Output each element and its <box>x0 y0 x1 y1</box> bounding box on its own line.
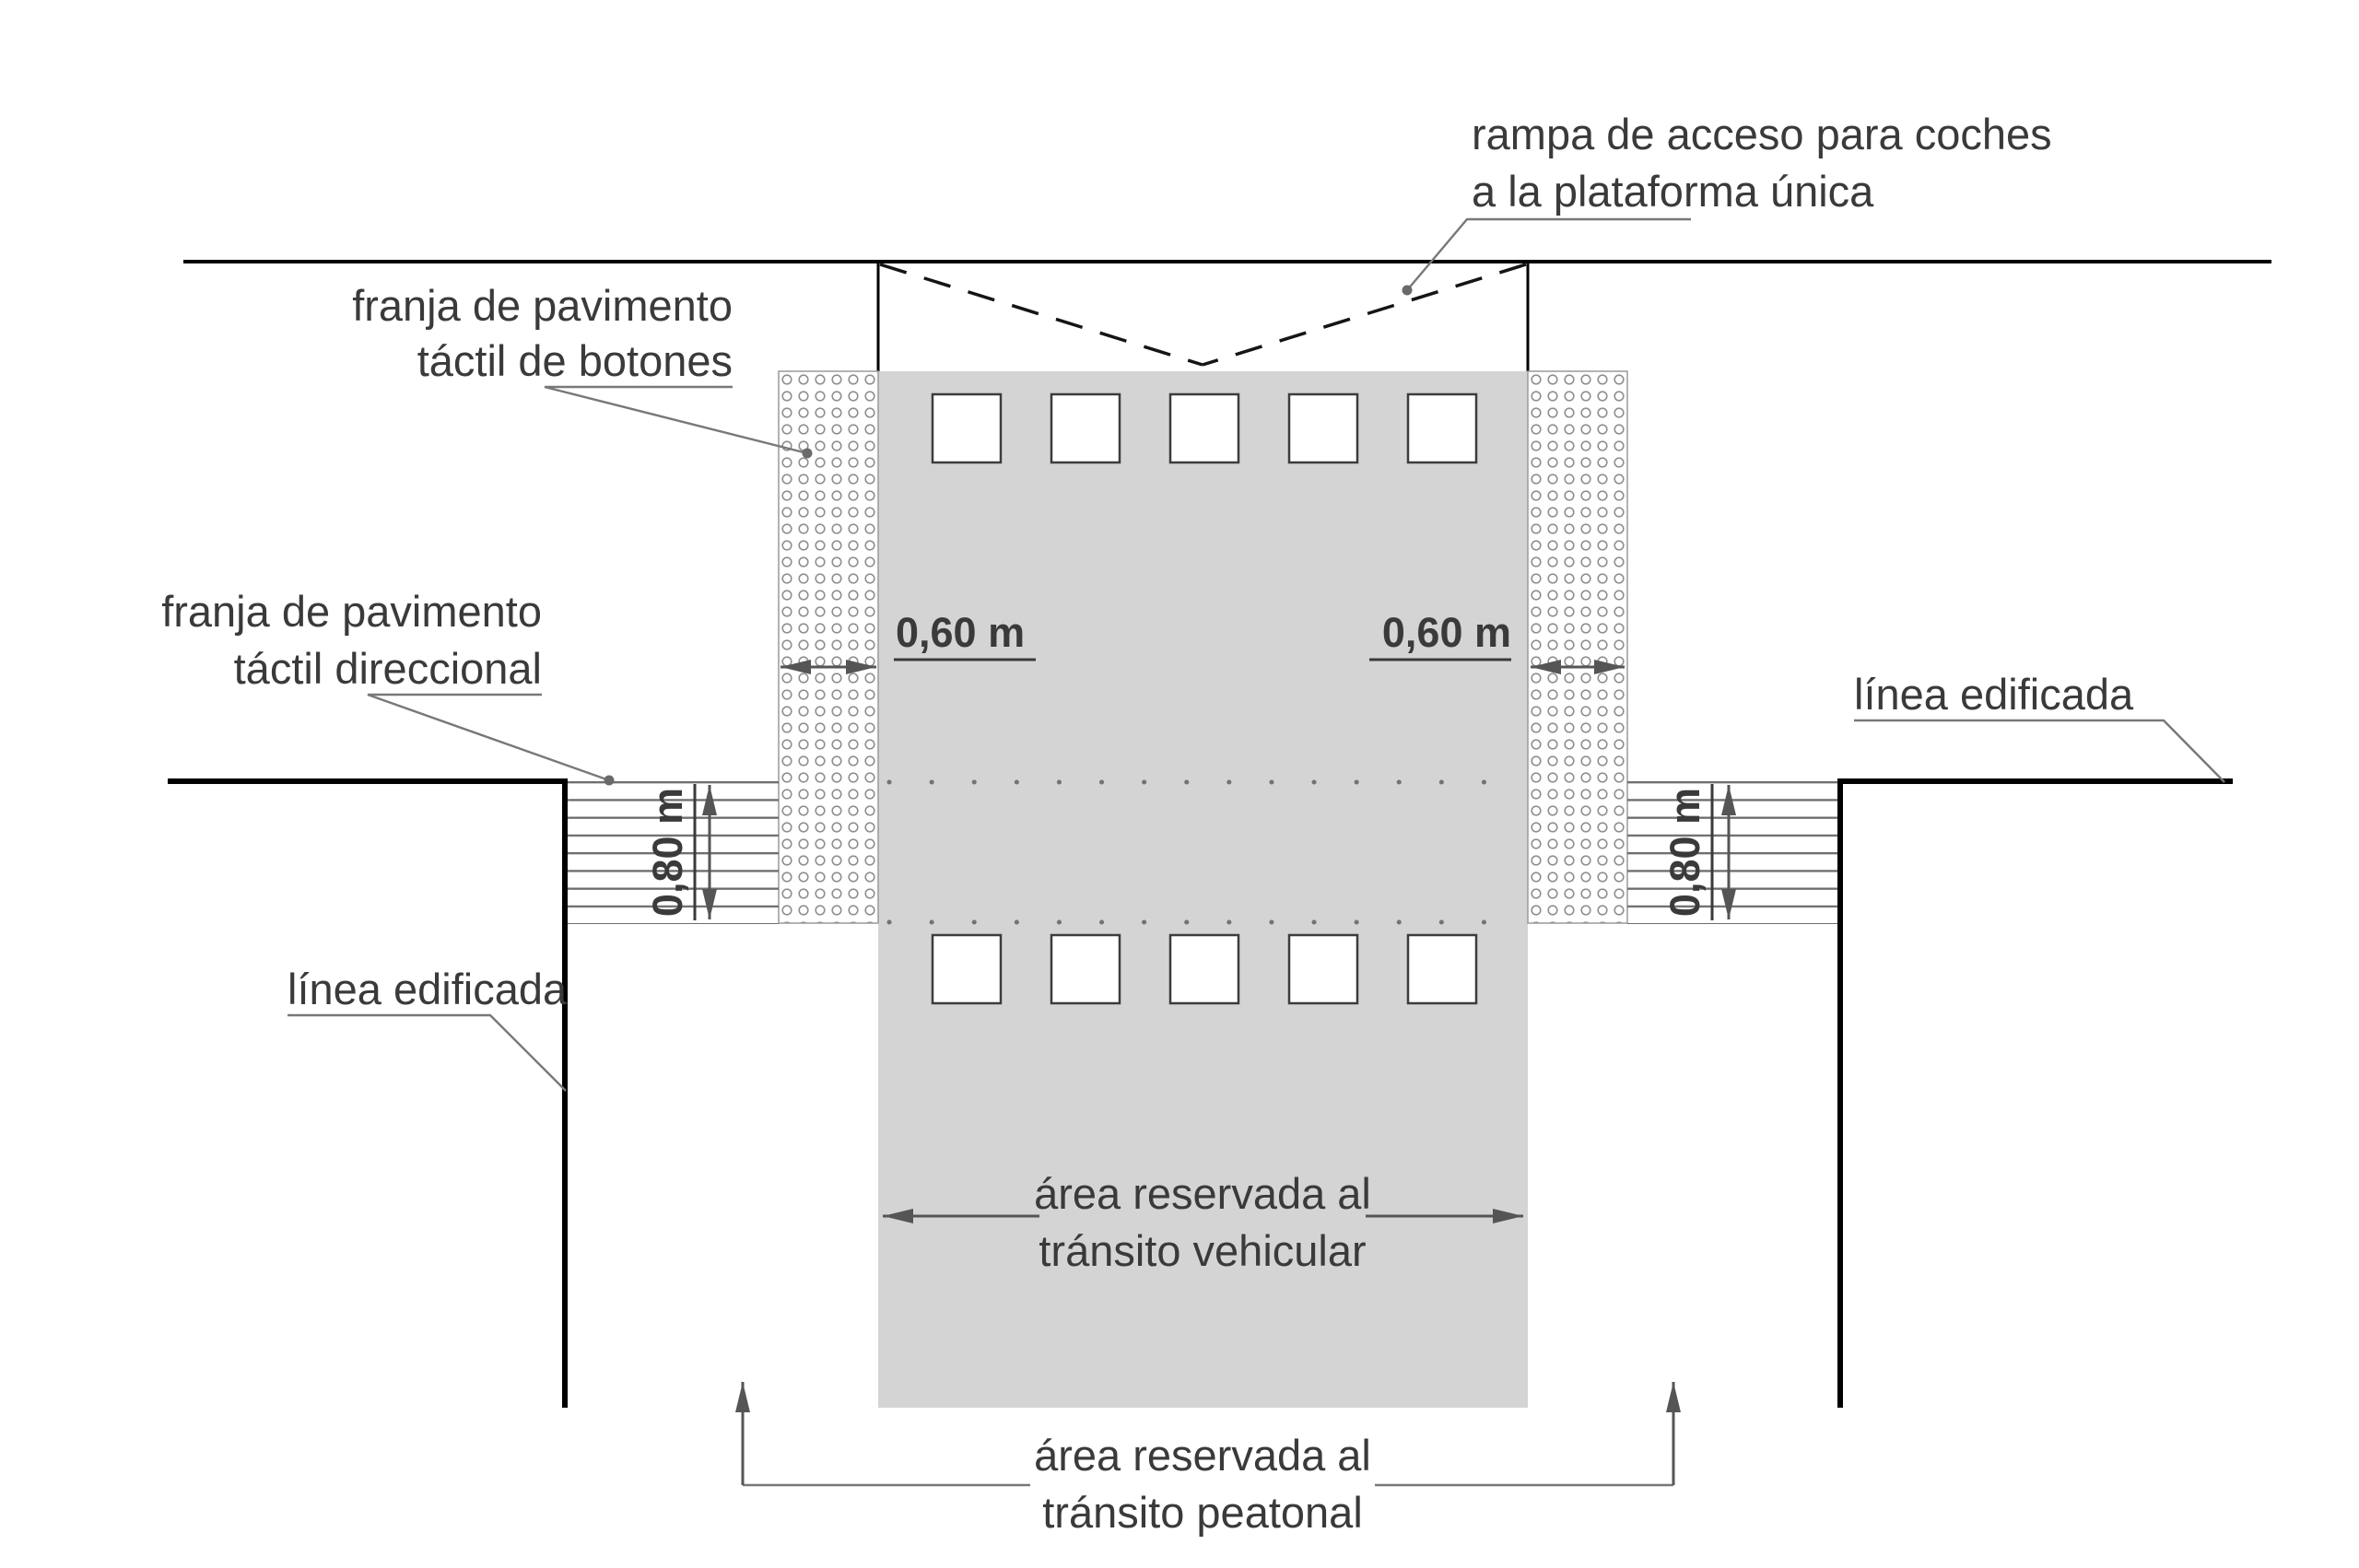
tactile-directional-label-line2: táctil direccional <box>234 644 542 693</box>
ramp-label-line1: rampa de acceso para coches <box>1472 110 2052 158</box>
ramp-leader-dot <box>1402 285 1413 296</box>
built-line-left-label: línea edificada <box>288 965 568 1013</box>
vehicular-area-label-line2: tránsito vehicular <box>1039 1226 1366 1275</box>
tactile-buttons-label-line2: táctil de botones <box>417 336 733 385</box>
built-line-left-leader <box>288 1013 567 1092</box>
pedestrian-area-label-line1: área reservada al <box>1034 1431 1371 1480</box>
tactile-button-strip-right <box>1527 370 1628 924</box>
bollard-square <box>1406 392 1478 464</box>
bollard-square <box>1050 933 1121 1005</box>
tactile-buttons-label-line1: franja de pavimento <box>352 281 733 330</box>
dimension-label-strip-left: 0,60 m <box>896 609 1025 656</box>
pedestrian-area-label-line2: tránsito peatonal <box>1042 1488 1363 1537</box>
built-line-right-label: línea edificada <box>1854 670 2134 719</box>
vehicular-area-surface <box>878 371 1528 1408</box>
tactile-button-strip-left <box>778 370 879 924</box>
dimension-label-band-left: 0,80 m <box>644 788 691 917</box>
bollard-square <box>1287 392 1359 464</box>
bollard-square <box>1050 392 1121 464</box>
tactile-directional-band-left <box>565 781 779 924</box>
bollard-square <box>1168 392 1240 464</box>
ramp-area <box>878 262 1528 371</box>
bollard-square <box>1287 933 1359 1005</box>
tactile-buttons-leader-dot <box>802 448 813 459</box>
tactile-buttons-leader-line <box>544 385 808 455</box>
tactile-directional-band-right <box>1627 781 1840 924</box>
tactile-directional-label-line1: franja de pavimento <box>161 587 542 636</box>
ramp-leader-line <box>1406 217 1691 291</box>
tactile-directional-leader-line <box>367 693 610 782</box>
vehicular-area-label-line1: área reservada al <box>1034 1169 1371 1218</box>
bollard-square <box>1406 933 1478 1005</box>
tactile-directional-leader-dot <box>604 775 615 786</box>
built-line-right-leader <box>1854 719 2225 783</box>
dimension-label-strip-right: 0,60 m <box>1382 609 1511 656</box>
ramp-label-line2: a la plataforma única <box>1472 167 1874 216</box>
bollard-square <box>1168 933 1240 1005</box>
dimension-label-band-right: 0,80 m <box>1661 788 1708 917</box>
ramp-dashed-guide-left <box>879 263 1203 367</box>
bollard-square <box>931 392 1003 464</box>
bollard-square <box>931 933 1003 1005</box>
ramp-dashed-guide-right <box>1202 263 1527 367</box>
